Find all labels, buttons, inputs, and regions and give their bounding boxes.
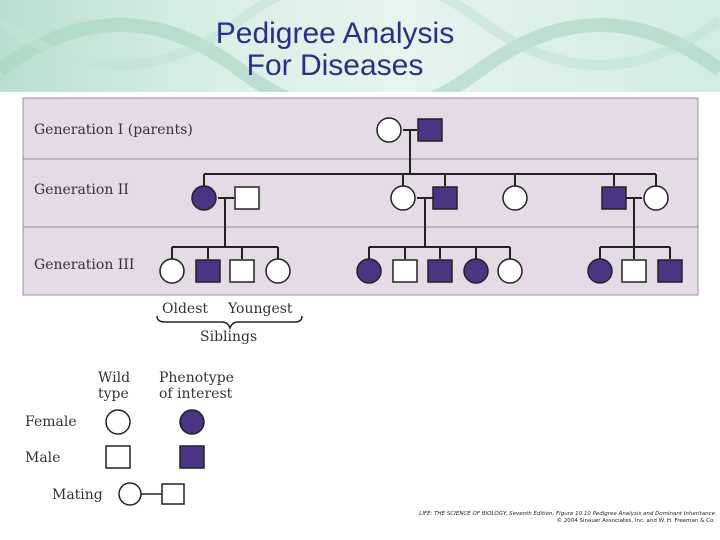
gen3_family3-male-affected-3	[658, 260, 682, 282]
gen3_family1-male-unaffected-3	[230, 260, 254, 282]
gen3_family2-female-unaffected-5	[498, 259, 522, 283]
legend-male-affected-icon	[180, 446, 204, 468]
gen3_family2-female-affected-4	[464, 259, 488, 283]
legend-mating-label: Mating	[52, 487, 103, 503]
legend-female-label: Female	[25, 414, 77, 430]
gen3_family1-female-unaffected-1	[160, 259, 184, 283]
credit-line1: LIFE: THE SCIENCE OF BIOLOGY, Seventh Ed…	[330, 511, 715, 518]
legend-wild-line1: Wild	[98, 370, 130, 386]
legend-wild-line2: type	[98, 386, 129, 402]
legend-male-label: Male	[25, 450, 60, 466]
gen1-female-unaffected-1	[377, 118, 401, 142]
credit-line2: © 2004 Sinauer Associates, Inc. and W. H…	[330, 518, 715, 525]
legend: Wild type Phenotype of interest Female M…	[25, 370, 234, 505]
siblings-bracket	[157, 316, 302, 328]
pedigree-diagram: Generation I (parents) Generation II Gen…	[0, 92, 720, 540]
oldest-label: Oldest	[162, 301, 208, 317]
legend-male-wild-icon	[106, 446, 130, 468]
gen3_family1-male-affected-2	[196, 260, 220, 282]
gen2-female-affected-1	[192, 186, 216, 210]
figure-credit: LIFE: THE SCIENCE OF BIOLOGY, Seventh Ed…	[330, 511, 715, 525]
generation-1-label: Generation I (parents)	[34, 122, 193, 138]
siblings-caption: Siblings	[200, 329, 257, 345]
gen2-male-affected-4	[433, 187, 457, 209]
legend-mating-female-icon	[119, 483, 141, 505]
gen2-male-affected-6	[602, 187, 626, 209]
gen1-male-affected-2	[418, 119, 442, 141]
gen2-female-unaffected-7	[644, 186, 668, 210]
gen3_family2-male-affected-3	[428, 260, 452, 282]
gen3_family3-female-affected-1	[588, 259, 612, 283]
legend-phenotype-line1: Phenotype	[159, 370, 234, 386]
generation-2-label: Generation II	[34, 182, 129, 198]
gen3_family2-male-unaffected-2	[393, 260, 417, 282]
legend-female-wild-icon	[106, 410, 130, 434]
page-title-line1: Pedigree Analysis	[0, 18, 670, 50]
youngest-label: Youngest	[227, 301, 293, 317]
title-banner: Pedigree Analysis For Diseases	[0, 0, 720, 92]
page-title-line2: For Diseases	[0, 50, 670, 82]
gen3_family2-female-affected-1	[357, 259, 381, 283]
gen2-female-unaffected-3	[391, 186, 415, 210]
legend-female-affected-icon	[180, 410, 204, 434]
legend-phenotype-line2: of interest	[159, 386, 233, 402]
legend-mating-male-icon	[162, 484, 184, 504]
gen3_family1-female-unaffected-4	[266, 259, 290, 283]
gen2-male-unaffected-2	[235, 187, 259, 209]
gen2-female-unaffected-5	[503, 186, 527, 210]
gen3_family3-male-unaffected-2	[622, 260, 646, 282]
generation-3-label: Generation III	[34, 257, 134, 273]
